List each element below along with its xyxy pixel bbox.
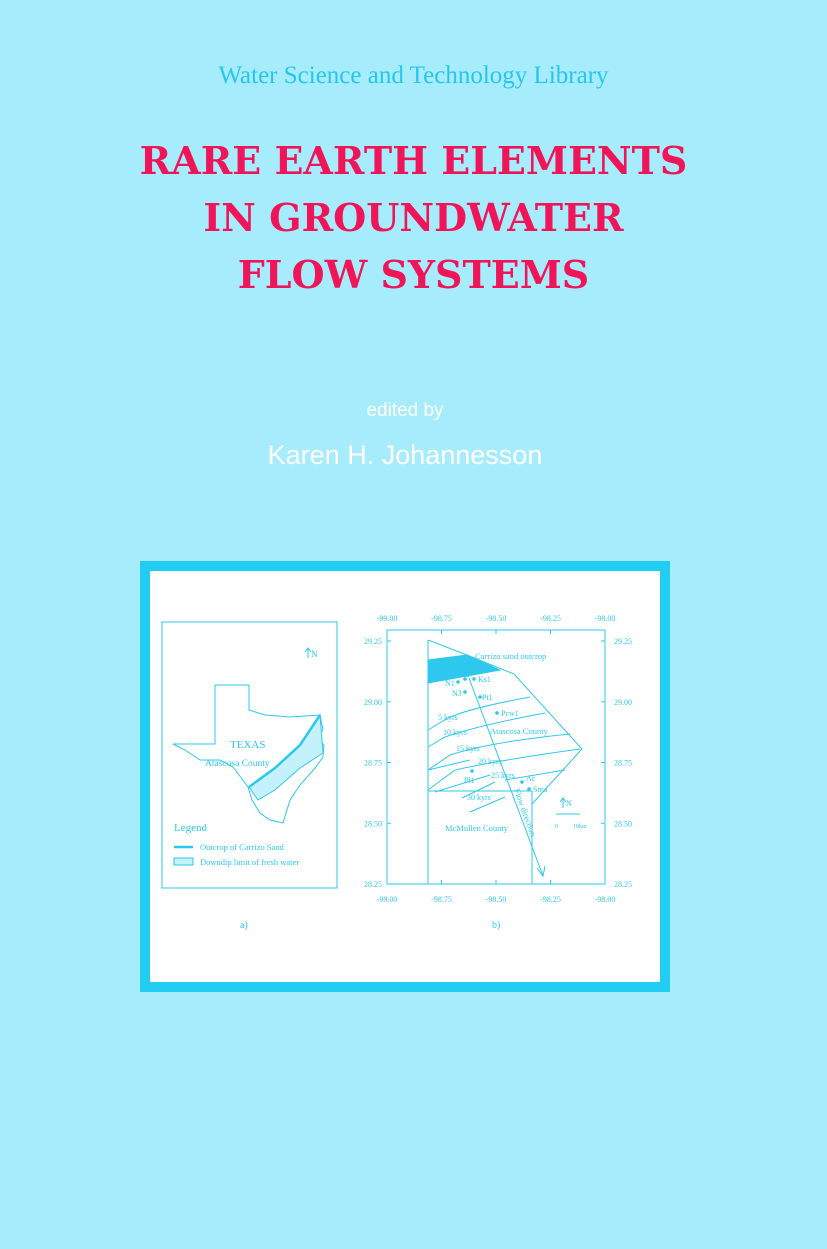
- well-label: Ac: [526, 774, 536, 783]
- isochron-label: 30 kyrs: [467, 793, 491, 802]
- isochron-label: 25 kyrs: [491, 771, 515, 780]
- y-tick-label-left: 28.50: [364, 819, 382, 828]
- flow-arrow: [468, 677, 546, 878]
- well-marker: [472, 677, 476, 681]
- north-arrow-icon: [304, 647, 312, 658]
- y-tick-label-right: 29.25: [614, 637, 632, 646]
- x-tick-label-top: -98.25: [540, 614, 561, 623]
- county-label: Atascosa County: [205, 759, 270, 769]
- well-label: N1: [445, 679, 455, 688]
- well-label: Sma: [533, 785, 548, 794]
- north-arrow-icon: [556, 797, 580, 815]
- scale-zero: 0: [555, 824, 558, 830]
- carrizo-outcrop: [248, 714, 322, 789]
- y-tick-label-right: 29.00: [614, 698, 632, 707]
- title-line: RARE EARTH ELEMENTS: [139, 138, 688, 183]
- x-tick-label-bottom: -98.25: [540, 895, 561, 904]
- north-label: N: [566, 799, 572, 808]
- x-tick-label-bottom: -99.00: [377, 895, 398, 904]
- well-label: R1: [461, 670, 470, 679]
- well-label: Pt1: [482, 693, 493, 702]
- legend-item: Downdip limit of fresh water: [200, 857, 299, 867]
- well-label: R7: [447, 661, 456, 670]
- y-tick-label-right: 28.50: [614, 819, 632, 828]
- caption-b: b): [492, 920, 500, 931]
- atascosa-label: Atascosa County: [490, 726, 549, 736]
- x-tick-label-top: -98.50: [486, 614, 507, 623]
- mcmullen-label: McMullen County: [445, 823, 509, 833]
- title-line: FLOW SYSTEMS: [237, 252, 590, 297]
- county-boundaries: [427, 640, 533, 884]
- isochron-label: 15 kyrs: [456, 744, 480, 753]
- book-title: RARE EARTH ELEMENTS IN GROUNDWATER FLOW …: [0, 132, 827, 303]
- well-marker: [463, 677, 467, 681]
- flow-label: Flow direction: [512, 787, 539, 838]
- texas-outline: [172, 684, 325, 824]
- texas-label: TEXAS: [230, 739, 265, 751]
- isochron-label: 10 kyrs: [443, 728, 467, 737]
- series-title: Water Science and Technology Library: [218, 62, 609, 89]
- well-marker: [520, 780, 524, 784]
- x-tick-label-top: -99.00: [377, 614, 398, 623]
- study-area-outline: [427, 639, 583, 805]
- y-tick-label-left: 28.75: [364, 759, 382, 768]
- author: Karen H. Johannesson: [267, 440, 543, 470]
- isochron-lines: [427, 696, 581, 813]
- north-label: N: [311, 649, 318, 659]
- well-label: Ks1: [478, 675, 491, 684]
- x-tick-label-bottom: -98.75: [431, 895, 452, 904]
- well-marker: [456, 680, 460, 684]
- y-tick-label-right: 28.75: [614, 759, 632, 768]
- well-marker: [470, 769, 474, 773]
- x-tick-label-bottom: -98.00: [595, 895, 616, 904]
- well-label: Pcw1: [501, 709, 519, 718]
- well-marker: [495, 711, 499, 715]
- y-tick-label-right: 28.25: [614, 880, 632, 889]
- isochron-label: 20 kyrs: [478, 757, 502, 766]
- x-tick-label-bottom: -98.50: [486, 895, 507, 904]
- legend-item: Outcrop of Carrizo Sand: [200, 842, 285, 852]
- well-marker: [463, 690, 467, 694]
- well-label: N3: [452, 689, 462, 698]
- y-tick-label-left: 29.25: [364, 637, 382, 646]
- title-line: IN GROUNDWATER: [203, 195, 624, 240]
- well-marker: [478, 695, 482, 699]
- legend-fill-swatch: [173, 857, 194, 866]
- edited-by: edited by: [366, 400, 444, 421]
- y-tick-label-left: 28.25: [364, 880, 382, 889]
- x-tick-label-top: -98.00: [595, 614, 616, 623]
- map-a-border: [161, 621, 338, 889]
- x-tick-label-top: -98.75: [431, 614, 452, 623]
- map-a: N TEXAS Atascosa County Legend Outcrop o…: [161, 621, 338, 931]
- well-marker: [527, 787, 531, 791]
- caption-a: a): [240, 920, 248, 931]
- map-b: Carrizo sand outcrop McMullen County Ata…: [364, 614, 632, 931]
- outcrop-label: Carrizo sand outcrop: [475, 651, 546, 661]
- legend-title: Legend: [174, 822, 207, 834]
- well-label: Pl1: [464, 776, 475, 785]
- isochron-label: 5 kyrs: [438, 713, 458, 722]
- y-tick-label-left: 29.00: [364, 698, 382, 707]
- cover-figure-frame: [140, 561, 670, 992]
- scale-label: 10km: [573, 824, 587, 830]
